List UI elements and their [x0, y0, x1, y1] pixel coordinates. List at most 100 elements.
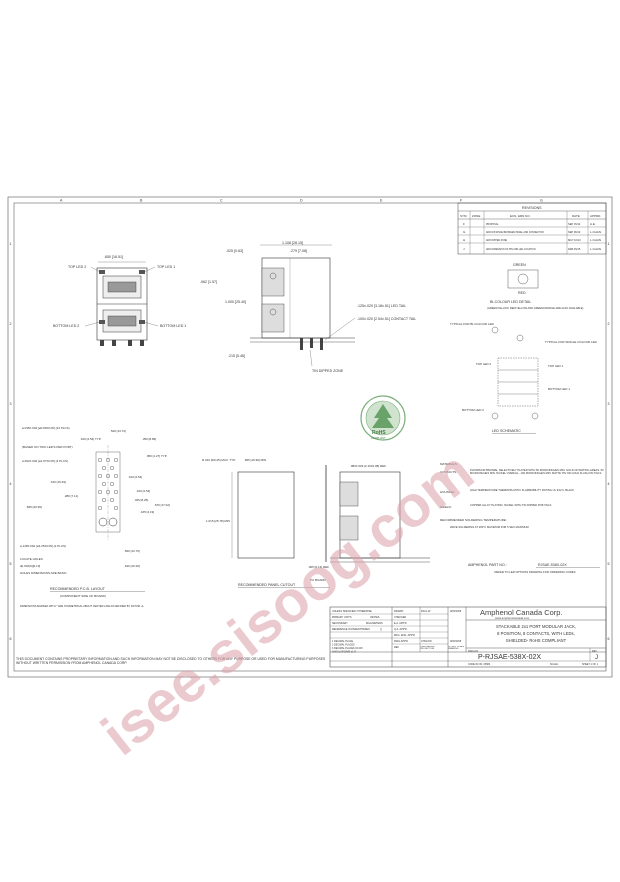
col-letter: A [60, 199, 63, 203]
front-view: .650 [16.51] TOP LED 2 TOP LED 1 BOTTOM … [53, 255, 186, 346]
tb-drawn: DRAWN [394, 610, 404, 613]
row-number: 5 [608, 562, 610, 566]
tb-rev-label: REV [592, 650, 597, 653]
pcb-dim-d1: ø.035±.002 [ø0.89±0.05] (24 PLCS) [22, 426, 70, 430]
pcb-dim-d7: .050 [1.27] TYP. [146, 454, 167, 458]
tb-dwg-appd-date: APR/10/08 [450, 640, 462, 643]
title-block: UNLESS SPECIFIED OTHERWISE PRIMARY UNITS… [329, 606, 607, 668]
side-dim-height: 1.000 [25.40] [225, 300, 246, 304]
rev-sym: F [463, 222, 465, 226]
contacts-text: PHOSPHOR BRONZE, SELECTIVELY PLATED WITH… [470, 469, 604, 476]
panel-dim-radius: R.010 [R0.25] MAX. TYP. [202, 458, 236, 462]
pcb-dim-d12: .165 [4.19] [140, 510, 154, 514]
tb-do-not-scale: DO NOT SCALE DRAWING [448, 646, 465, 651]
pcb-dim-d10: .325 [8.25] [134, 498, 148, 502]
schematic-bottom-led-1: BOTTOM LED 1 [548, 387, 570, 391]
schematic-bottom-led-2: BOTTOM LED 2 [462, 408, 484, 412]
led-typical-single: TYPICAL FOR SINGLE COLOUR LED [545, 340, 598, 344]
leaf-icon [372, 404, 394, 428]
pcb-dim-d9: .100 [2.54] [136, 489, 150, 493]
led-detail: GREEN RED BI-COLOUR LED DETAIL (GREEN/YE… [450, 263, 598, 434]
rev-header-zone: ZONE [472, 214, 480, 218]
row-number: 3 [608, 402, 610, 406]
panel-dim-width: .665 [16.90] MIN. [244, 458, 267, 462]
tb-desc-2: 8 POSITION, 8 CONTACTS, WITH LEDs, [497, 631, 575, 636]
rohs-label: RoHS [372, 430, 386, 436]
row-number: 3 [10, 402, 12, 406]
front-dim-width: .650 [16.51] [104, 255, 123, 259]
top-letter-row: A B C D E F G [60, 199, 543, 203]
panel-dim-ref: .083±.003 [2.10±0.08] REF. [350, 464, 387, 468]
side-dim-standoff: .215 [5.46] [228, 354, 245, 358]
tb-web: www.amphenolcanada.com [495, 616, 530, 620]
tb-ref-paren: REFERENCE IN PARENTHESES [332, 628, 370, 631]
pcb-hole-pattern [95, 445, 121, 540]
disclaimer: THIS DOCUMENT CONTAINS PROPRIETARY INFOR… [16, 657, 326, 666]
tb-dwg-appd-by: CHIGOW [421, 640, 432, 643]
panel-dim-height: 1.015 [25.78] MIN. [206, 519, 231, 523]
tb-sheet: SHEET 1 OF 1 [582, 663, 599, 666]
rev-header-ecn: ECN, ERN NO. [510, 214, 531, 218]
rev-header-sym: SYM [460, 214, 467, 218]
tb-angular: ANGULAR DIMS ±1.5° [332, 651, 356, 654]
col-letter: C [220, 199, 223, 203]
led-schematic-title: LED SCHEMATIC [492, 429, 521, 433]
pcb-locate-holes: LOCATE HOLES [20, 557, 43, 561]
rev-date: FEB.25/15 [568, 247, 581, 251]
col-letter: F [460, 199, 463, 203]
row-number: 5 [10, 562, 12, 566]
side-dim-length: 1.108 [28.15] [282, 241, 303, 245]
tb-desc-3: SHIELDED- RoHS COMPLIANT [506, 638, 567, 643]
revision-title: REVISIONS [522, 206, 542, 210]
rev-desc: PROPOSAL [486, 223, 499, 226]
pcb-dim-d13: .610 [15.49] [50, 480, 66, 484]
tb-ref-val: [ ] [380, 628, 382, 631]
tb-dwg-label: DWG NO. [468, 650, 479, 653]
led-green: GREEN [513, 263, 526, 267]
led-detail-desc: (GREEN/YELLOW, RED/YELLOW AND GREEN/ORAN… [487, 306, 583, 310]
pcb-dim-d6: .350 [8.89] [142, 437, 156, 441]
col-letter: E [380, 199, 383, 203]
rev-date: SEP 06/13 [568, 230, 581, 234]
side-dim-depth: .279 [7.08] [290, 249, 307, 253]
pcb-layout-subtitle: (COMPONENT SIDE OF BOARD) [60, 594, 106, 598]
rev-appr: L.CHAN [590, 247, 601, 251]
pcb-dim-d8: .100 [2.54] [128, 475, 142, 479]
rev-date: SEP 15/12 [568, 222, 581, 226]
tb-drawn-by: PAUL.W [421, 610, 431, 613]
materials-title: MATERIALS: [440, 462, 458, 466]
col-letter: B [140, 199, 143, 203]
outer-frame [7, 196, 613, 678]
front-bottom-led-1: BOTTOM LED 1 [160, 324, 186, 328]
panel-dim-gap: .005 [0.13] REF. [308, 565, 330, 569]
part-no-value: RJSAE-538X-02X [538, 563, 567, 567]
revision-table: REVISIONS SYM ZONE ECN, ERN NO. DATE APP… [457, 202, 607, 255]
tb-ref: REF [394, 646, 399, 649]
materials-block: MATERIALS: CONTACTS: PHOSPHOR BRONZE, SE… [440, 462, 604, 529]
panel-cutout: R.010 [R0.25] MAX. TYP. .665 [16.90] MIN… [202, 458, 430, 588]
led-typical-bi: TYPICAL FOR BI-COLOUR LED [450, 322, 495, 326]
tb-dwg-no: P-RJSAE-538X-02X [478, 654, 541, 661]
rev-desc: ADD DIPPED ZONE [486, 239, 508, 242]
rev-header-date: DATE [572, 214, 580, 218]
tb-qa-appd: Q.A. APP'D [394, 628, 407, 631]
pcb-dim-d18: .640 [16.26] [124, 564, 140, 568]
pcb-dim-d4: .100 [2.54] TYP. [80, 437, 101, 441]
pcb-dim-d5: .540 [13.72] [110, 429, 126, 433]
side-contact-tail: .100±.020 [2.54±.51] CONTACT TAIL [357, 317, 416, 321]
rohs-badge: RoHS COMPLIANT [360, 395, 406, 441]
pcb-dim-d16: ø.128±.002 [ø3.25±0.05] (2 PLCS) [20, 544, 66, 548]
tb-rev: J [595, 655, 598, 661]
row-number: 2 [608, 322, 610, 326]
tb-decimal-2: 2 DECIMAL PLACES [332, 644, 355, 647]
tb-dwg-appd: DWG APP'D [394, 640, 408, 643]
led-detail-title: BI-COLOUR LED DETAIL [490, 300, 531, 304]
tb-decimal-1: 1 DECIMAL PLACE [332, 640, 353, 643]
side-number-column: 1 2 3 4 5 6 1 2 3 4 5 6 [10, 242, 610, 641]
tb-drawn-date: APR/10/08 [450, 610, 462, 613]
row-number: 6 [10, 637, 12, 641]
tb-scale: SCALE [550, 663, 558, 666]
tb-ea-appd: E.A. APP'D [394, 622, 407, 625]
pcb-dim-d15: .825 [20.95] [26, 505, 42, 509]
